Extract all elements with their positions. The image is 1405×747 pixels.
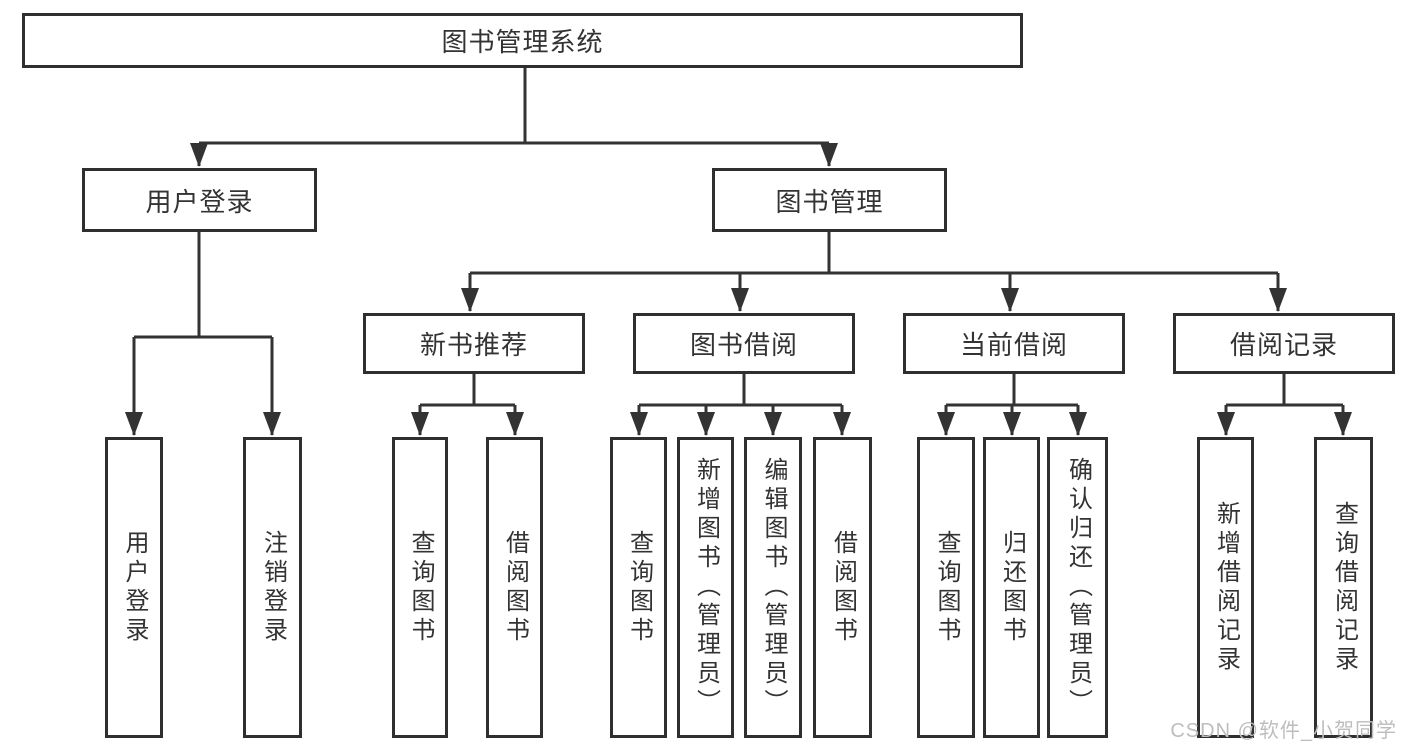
node-bb-borrow-books: 借阅图书 [813,437,872,738]
node-bb-add-books-admin: 新增图书（管理员） [677,437,734,738]
node-book-management: 图书管理 [712,168,947,232]
node-new-book-recommend: 新书推荐 [363,313,585,374]
node-user-login-leaf: 用户登录 [105,437,163,738]
connector-root-split [199,68,829,145]
node-cb-return-books: 归还图书 [983,437,1040,738]
node-logout-leaf: 注销登录 [243,437,302,738]
connector-user-login-split [134,232,272,339]
connector-book-management-split [470,232,1278,275]
node-nb-query-books: 查询图书 [392,437,448,738]
node-cb-query-books: 查询图书 [917,437,975,738]
connector-book-borrowing-split [639,374,842,407]
node-bb-query-books: 查询图书 [610,437,667,738]
connector-current-borrowing-split [946,374,1078,407]
csdn-watermark: CSDN @软件_小贺同学 [1170,720,1397,742]
connector-new-book-split [420,374,515,407]
node-bb-edit-books-admin: 编辑图书（管理员） [744,437,802,738]
node-nb-borrow-books: 借阅图书 [486,437,543,738]
node-cb-confirm-return-admin: 确认归还（管理员） [1047,437,1108,738]
node-current-borrowing: 当前借阅 [903,313,1125,374]
node-user-login: 用户登录 [82,168,317,232]
node-library-management-system: 图书管理系统 [22,13,1023,68]
node-br-add-borrow-record: 新增借阅记录 [1197,437,1254,738]
connector-borrowing-records-split [1226,374,1343,407]
node-br-query-borrow-record: 查询借阅记录 [1314,437,1373,738]
node-book-borrowing: 图书借阅 [633,313,855,374]
node-borrowing-records: 借阅记录 [1173,313,1395,374]
